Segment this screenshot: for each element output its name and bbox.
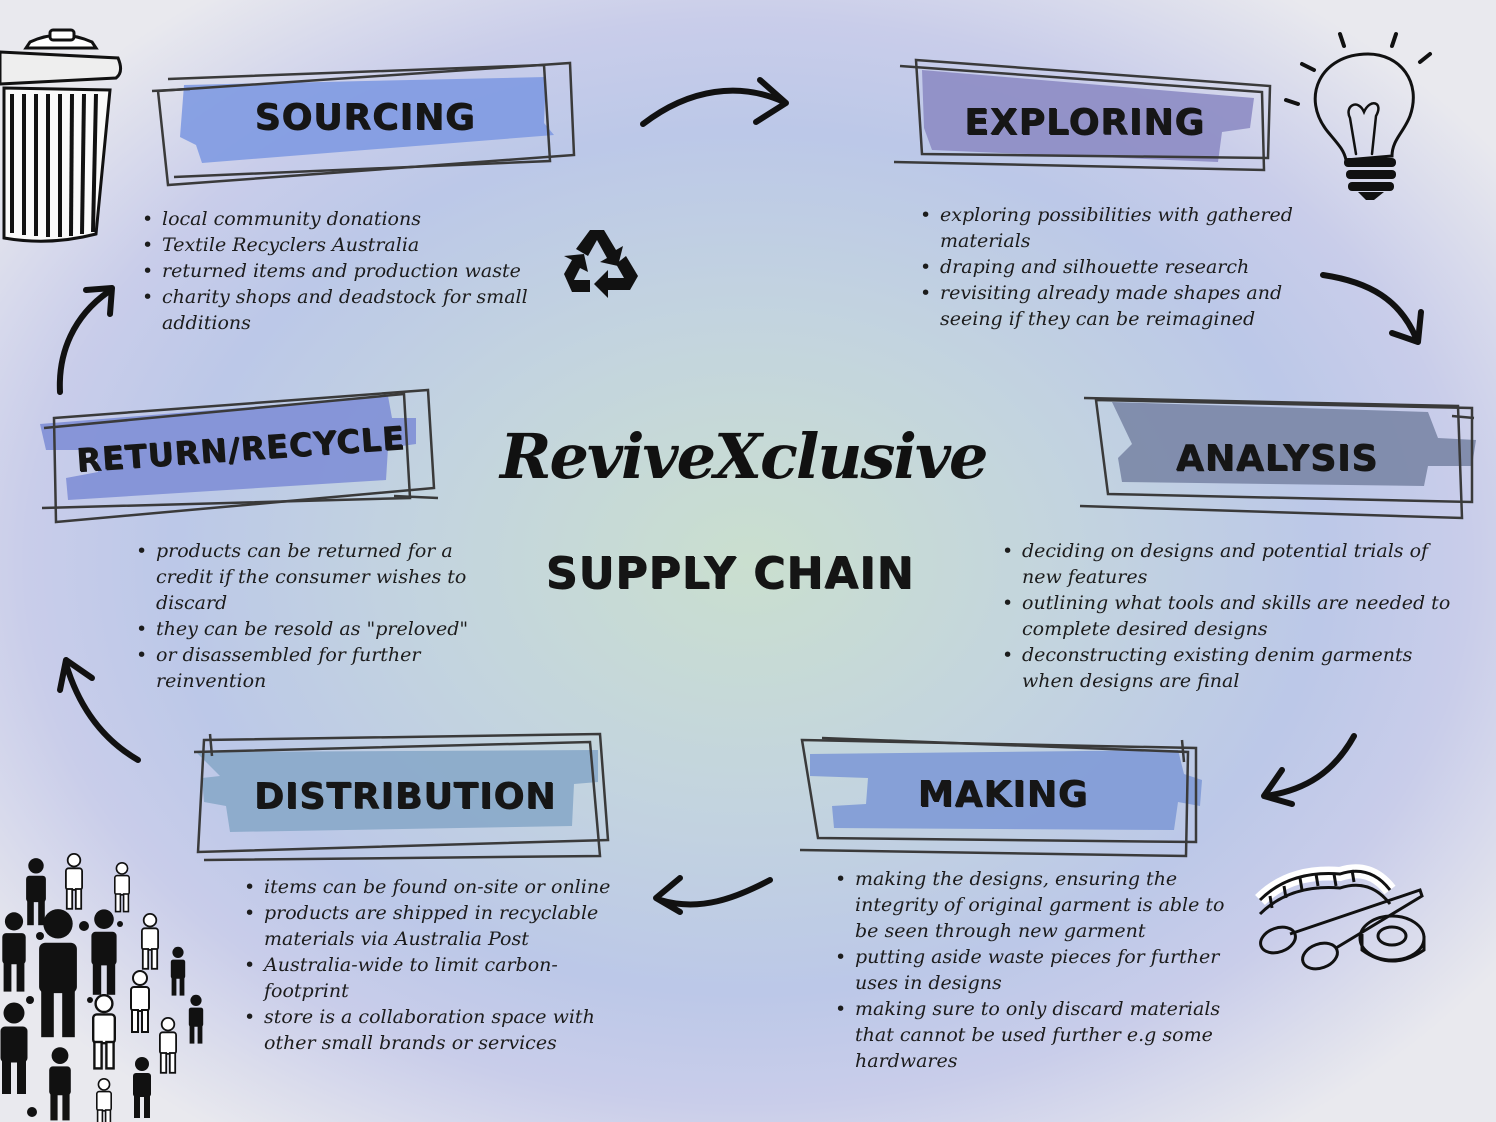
brand-logo: ReviveXclusive xyxy=(500,420,988,493)
list-item: making sure to only discard materials th… xyxy=(833,996,1243,1074)
exploring-title: EXPLORING xyxy=(964,102,1205,143)
sourcing-title: SOURCING xyxy=(254,97,476,138)
crowd-icon xyxy=(0,853,204,1122)
distribution-heading: DISTRIBUTION xyxy=(190,732,620,867)
list-item: deciding on designs and potential trials… xyxy=(1000,538,1460,590)
sourcing-points: local community donations Textile Recycl… xyxy=(140,206,560,336)
list-item: products can be returned for a credit if… xyxy=(134,538,504,616)
page-title: SUPPLY CHAIN xyxy=(545,548,915,599)
light-bulb-icon xyxy=(1284,32,1432,200)
return-heading: RETURN/RECYCLE xyxy=(38,388,443,528)
analysis-heading: ANALYSIS xyxy=(1072,394,1482,524)
distribution-points: items can be found on-site or online pro… xyxy=(242,874,622,1056)
list-item: returned items and production waste xyxy=(140,258,560,284)
list-item: they can be resold as "preloved" xyxy=(134,616,504,642)
list-item: draping and silhouette research xyxy=(918,254,1298,280)
list-item: deconstructing existing denim garments w… xyxy=(1000,642,1460,694)
list-item: outlining what tools and skills are need… xyxy=(1000,590,1460,642)
list-item: products are shipped in recyclable mater… xyxy=(242,900,622,952)
scissors-tape-icon xyxy=(1255,864,1426,971)
exploring-heading: EXPLORING xyxy=(892,58,1277,178)
analysis-title: ANALYSIS xyxy=(1175,438,1379,479)
list-item: Australia-wide to limit carbon-footprint xyxy=(242,952,622,1004)
list-item: store is a collaboration space with othe… xyxy=(242,1004,622,1056)
making-points: making the designs, ensuring the integri… xyxy=(833,866,1243,1074)
analysis-points: deciding on designs and potential trials… xyxy=(1000,538,1460,694)
trash-can-icon xyxy=(0,28,123,243)
recycle-icon xyxy=(564,230,638,298)
sourcing-heading: SOURCING xyxy=(150,55,580,195)
making-title: MAKING xyxy=(917,774,1089,815)
list-item: local community donations xyxy=(140,206,560,232)
list-item: charity shops and deadstock for small ad… xyxy=(140,284,560,336)
making-heading: MAKING xyxy=(798,732,1208,862)
list-item: or disassembled for further reinvention xyxy=(134,642,504,694)
list-item: making the designs, ensuring the integri… xyxy=(833,866,1243,944)
return-points: products can be returned for a credit if… xyxy=(134,538,504,694)
list-item: putting aside waste pieces for further u… xyxy=(833,944,1243,996)
list-item: revisiting already made shapes and seein… xyxy=(918,280,1298,332)
list-item: items can be found on-site or online xyxy=(242,874,622,900)
list-item: Textile Recyclers Australia xyxy=(140,232,560,258)
exploring-points: exploring possibilities with gathered ma… xyxy=(918,202,1298,332)
distribution-title: DISTRIBUTION xyxy=(253,776,557,817)
list-item: exploring possibilities with gathered ma… xyxy=(918,202,1298,254)
